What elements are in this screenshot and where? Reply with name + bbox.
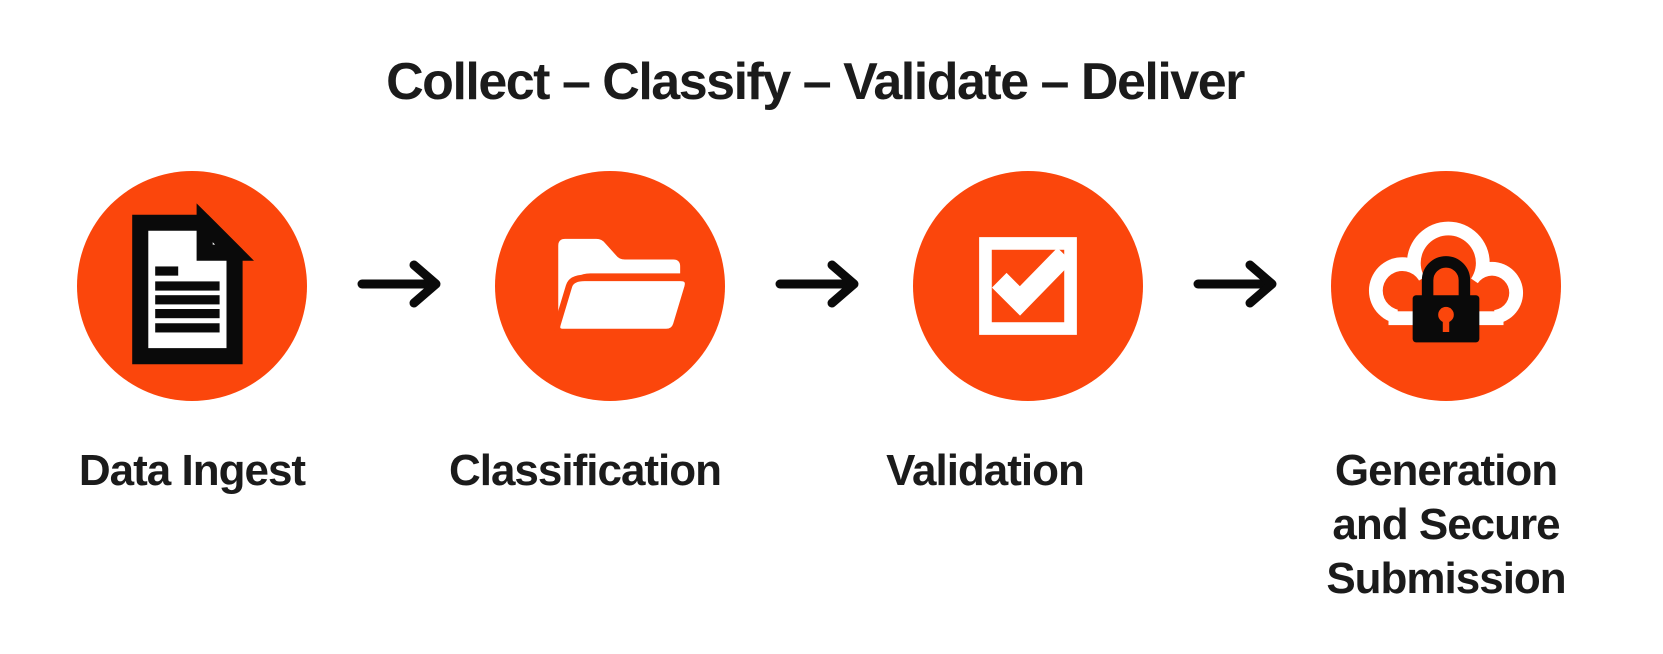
page-title: Collect – Classify – Validate – Deliver: [386, 53, 1245, 111]
step-label-secure-submission: Generation and Secure Submission: [1326, 446, 1566, 603]
open-folder-icon: [553, 238, 692, 336]
document-icon: [132, 203, 254, 365]
step-circle-secure-submission: [1331, 171, 1561, 401]
right-arrow-icon: [1193, 260, 1277, 308]
step-label-validation: Validation: [886, 446, 1085, 495]
step-circle-data-ingest: [77, 171, 307, 401]
checkbox-checked-icon: [979, 237, 1077, 335]
step-circle-validation: [913, 171, 1143, 401]
step-label-data-ingest: Data Ingest: [78, 446, 306, 495]
right-arrow-icon: [775, 260, 859, 308]
right-arrow-icon: [357, 260, 441, 308]
cloud-lock-icon: [1368, 221, 1524, 343]
step-label-classification: Classification: [448, 446, 722, 495]
padlock-icon: [1412, 256, 1480, 343]
step-circle-classification: [495, 171, 725, 401]
